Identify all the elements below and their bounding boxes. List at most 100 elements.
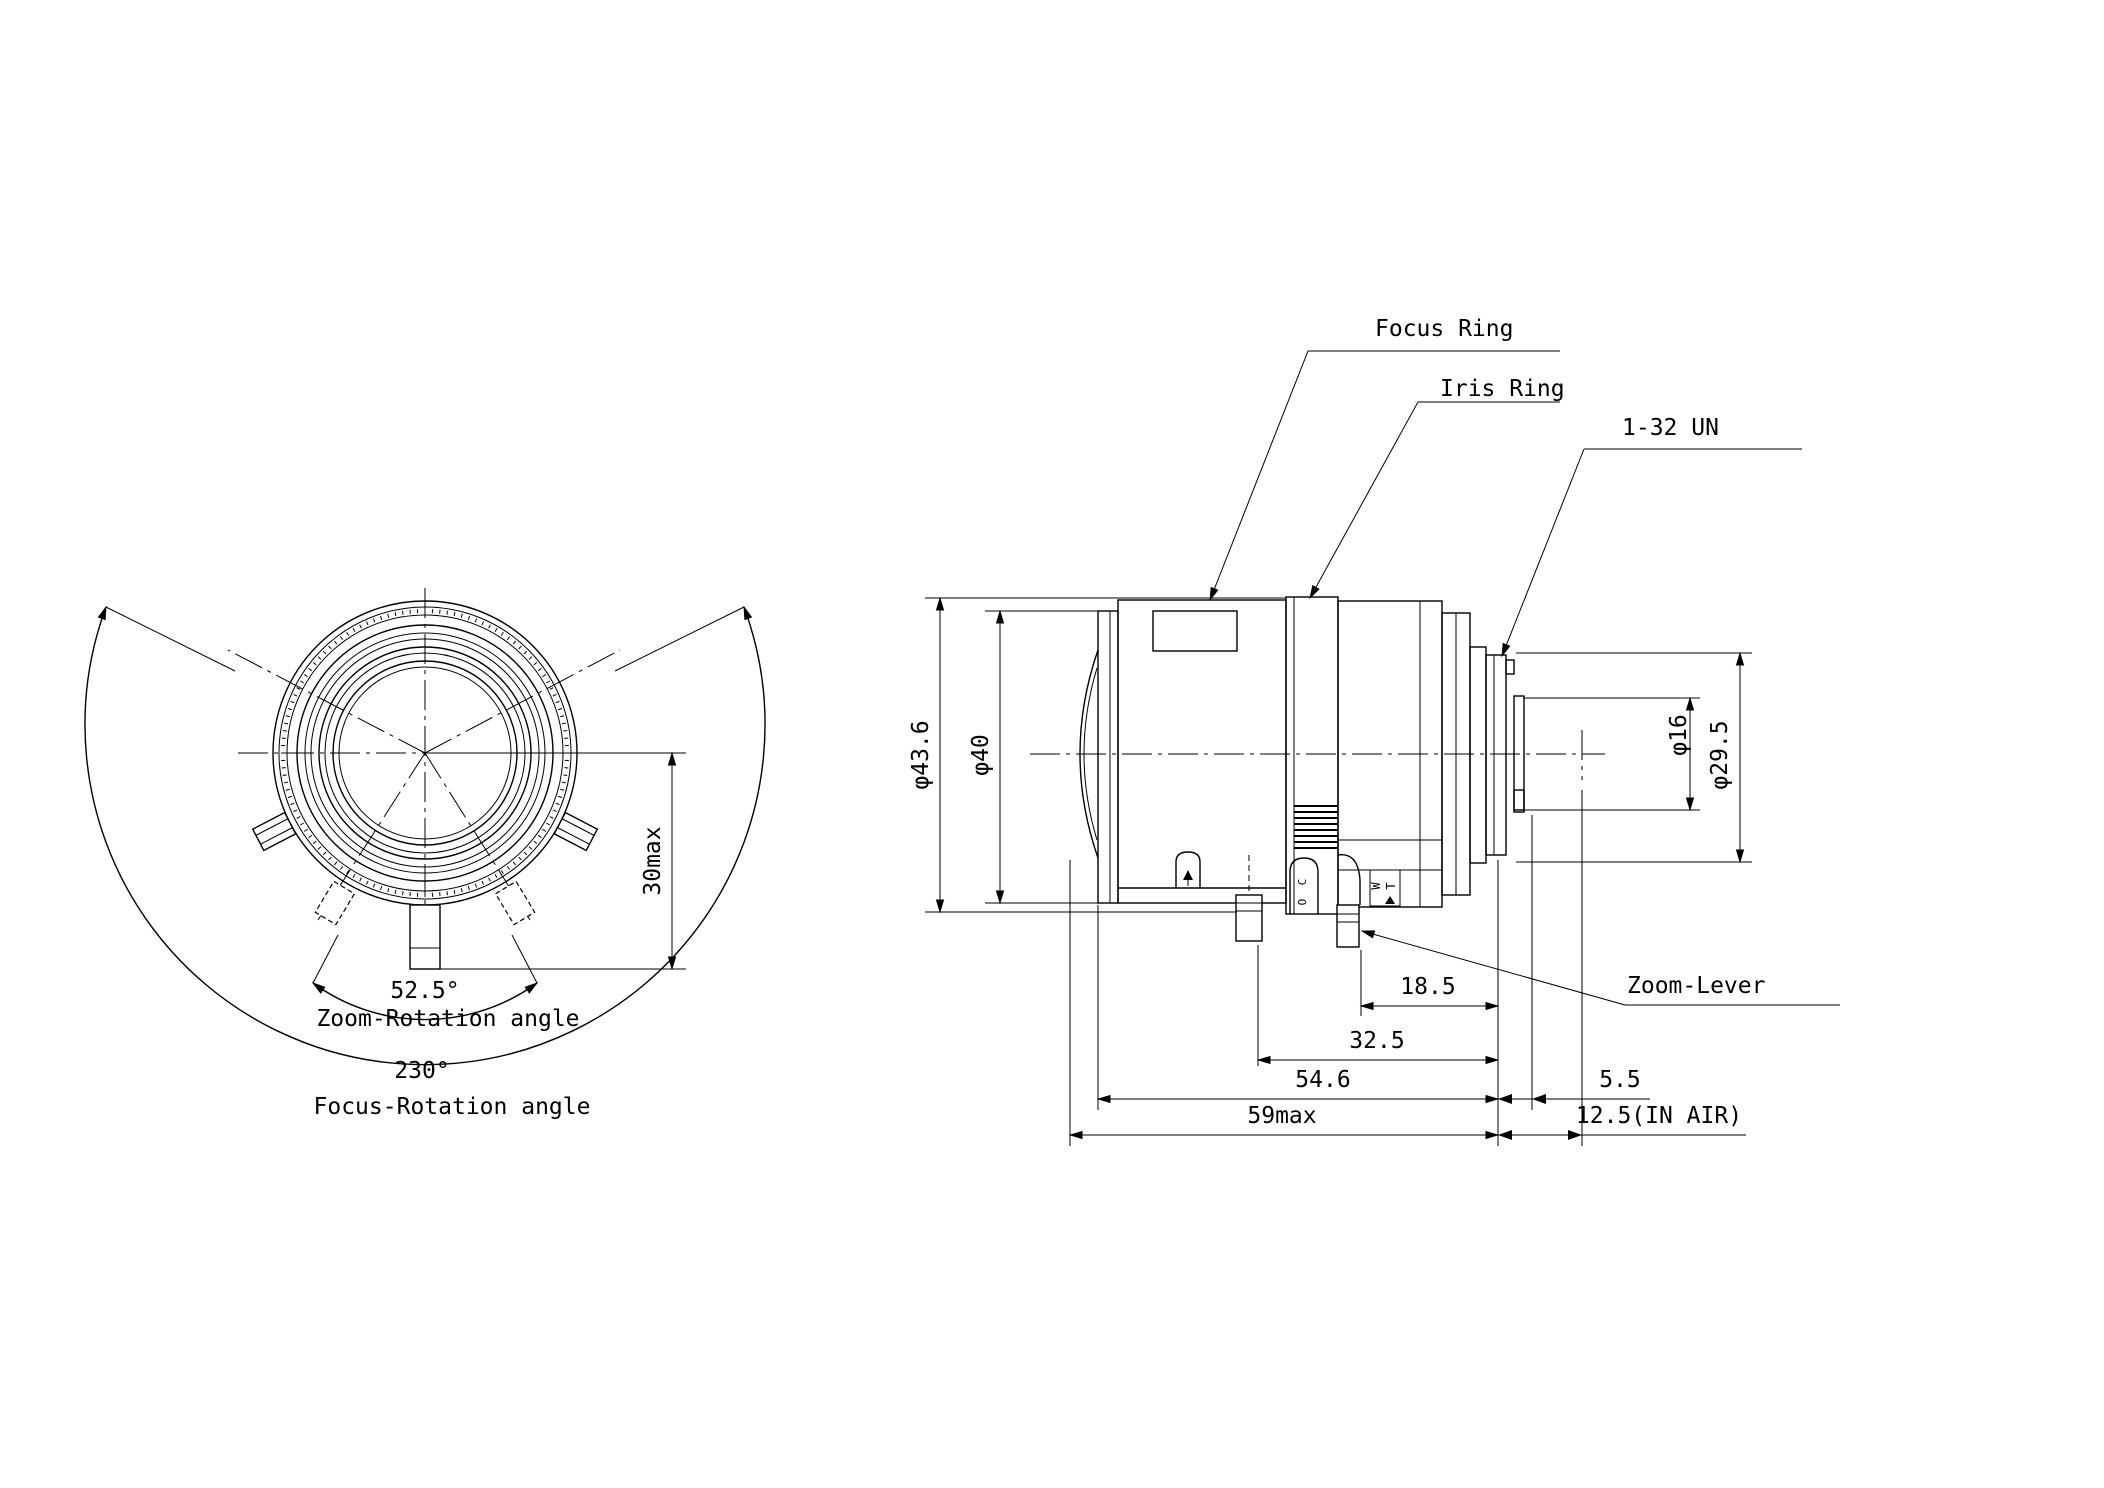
mount-thread <box>1485 654 1507 856</box>
back-protrusion-arrow <box>1498 1094 1512 1104</box>
knurl-tick <box>401 891 404 896</box>
knurl-tick <box>542 674 547 678</box>
front-to-flange-label: 54.6 <box>1295 1067 1350 1093</box>
knurl-tick <box>287 795 293 798</box>
knurl-tick <box>282 729 287 732</box>
knurl-tick <box>380 885 383 891</box>
knurl-tick <box>322 650 327 655</box>
knurl-tick <box>555 700 560 704</box>
zoom-lever <box>409 904 441 970</box>
knurl-tick <box>474 883 478 888</box>
focus-rotation-angle-value: 230° <box>394 1058 449 1084</box>
knurl-tick <box>401 610 404 615</box>
knurl-tick <box>296 816 301 819</box>
focus-pin-right <box>553 811 599 852</box>
knurl-tick <box>372 883 376 888</box>
iris-ring-callout: Iris Ring <box>1440 376 1565 402</box>
zoom-arc-extension <box>312 934 339 984</box>
knurl-tick <box>339 636 344 641</box>
knurl-tick <box>488 877 491 882</box>
knurl-tick <box>293 693 298 697</box>
knurl-tick <box>308 667 313 672</box>
knurl-tick <box>512 861 517 866</box>
mount-flange <box>1469 646 1487 864</box>
knurl-tick <box>533 840 538 845</box>
knurl-tick <box>387 613 390 618</box>
knurl-tick <box>561 781 566 784</box>
knurl-tick <box>555 802 560 806</box>
knurl-tick <box>563 774 568 777</box>
knurl-tick <box>303 828 308 832</box>
flange-back-label: 12.5(IN AIR) <box>1576 1103 1742 1129</box>
flange-back-arrow <box>1568 1130 1582 1140</box>
side-view: C O T W Focus Ring Iris Ring 1-32 UN Zo <box>908 316 1840 1146</box>
focus-ring-callout: Focus Ring <box>1375 316 1513 342</box>
knurl-tick <box>284 722 289 725</box>
knurl-tick <box>545 680 550 684</box>
knurl-tick <box>328 645 332 650</box>
front-barrel <box>1097 610 1119 904</box>
rear-lens-protrusion <box>1513 695 1525 813</box>
knurl-tick <box>296 687 301 690</box>
front-lens-element-inner <box>1083 667 1098 841</box>
rear-side-screw <box>1513 789 1525 811</box>
knurl-tick <box>300 822 305 826</box>
focus-pin-left <box>251 811 297 852</box>
knurl-tick <box>506 865 511 870</box>
zoom-lever-left-position <box>314 880 356 926</box>
knurl-tick <box>312 661 317 666</box>
knurl-tick <box>328 856 332 861</box>
focus-rotation-angle-label: Focus-Rotation angle <box>314 1094 591 1120</box>
focus-ring-label-plate <box>1152 610 1238 652</box>
knurl-tick <box>500 870 504 875</box>
rear-inner-diameter-label: φ16 <box>1666 714 1692 756</box>
iris-mark-tab: C O <box>1289 857 1319 914</box>
knurl-tick <box>317 846 322 850</box>
knurl-tick <box>528 656 533 660</box>
focus-pin-to-flange-label: 32.5 <box>1349 1028 1404 1054</box>
zoom-lever-leader <box>1360 930 1626 1006</box>
mount-thread-tip <box>1505 659 1515 675</box>
knurl-tick <box>537 834 542 839</box>
knurl-tick <box>359 877 362 882</box>
knurl-tick <box>549 816 554 819</box>
knurl-tick <box>537 667 542 672</box>
focus-lock-pin <box>1235 855 1263 942</box>
knurl-tick <box>285 788 290 791</box>
knurl-tick <box>549 687 554 690</box>
zoom-rotation-angle-label: Zoom-Rotation angle <box>316 1006 579 1032</box>
knurl-tick <box>560 715 565 718</box>
knurl-tick <box>557 795 563 798</box>
knurl-tick <box>394 612 397 617</box>
knurl-tick <box>518 645 522 650</box>
flange-back-arrow <box>1498 1130 1512 1140</box>
knurl-tick <box>453 889 456 894</box>
knurl-tick <box>346 631 350 636</box>
knurl-tick <box>317 656 322 660</box>
knurl-tick <box>352 628 356 633</box>
zoom-marks: T W <box>1369 869 1401 907</box>
knurl-tick <box>333 640 338 645</box>
zoom-rotation-arc <box>311 982 539 1021</box>
knurl-tick <box>512 640 517 645</box>
rear-outer-diameter-label: φ29.5 <box>1707 720 1733 789</box>
knurl-tick <box>481 621 485 626</box>
knurl-tick <box>506 636 511 641</box>
knurl-tick <box>481 880 485 885</box>
knurl-tick <box>300 680 305 684</box>
knurl-tick <box>312 840 317 845</box>
knurl-tick <box>372 618 376 623</box>
iris-mark-o: O <box>1296 899 1309 906</box>
knurl-tick <box>380 615 383 621</box>
zoom-mark-plate <box>1369 869 1401 907</box>
knurl-tick <box>533 661 538 666</box>
knurl-tick <box>500 631 504 636</box>
zoom-lever-callout: Zoom-Lever <box>1627 973 1765 999</box>
knurl-tick <box>287 708 293 711</box>
knurl-tick <box>453 612 456 617</box>
knurl-tick <box>339 865 344 870</box>
mount-thread-callout: 1-32 UN <box>1622 415 1719 441</box>
knurl-tick <box>563 729 568 732</box>
zoom-lever-side <box>1336 854 1361 948</box>
knurl-tick <box>557 708 563 711</box>
